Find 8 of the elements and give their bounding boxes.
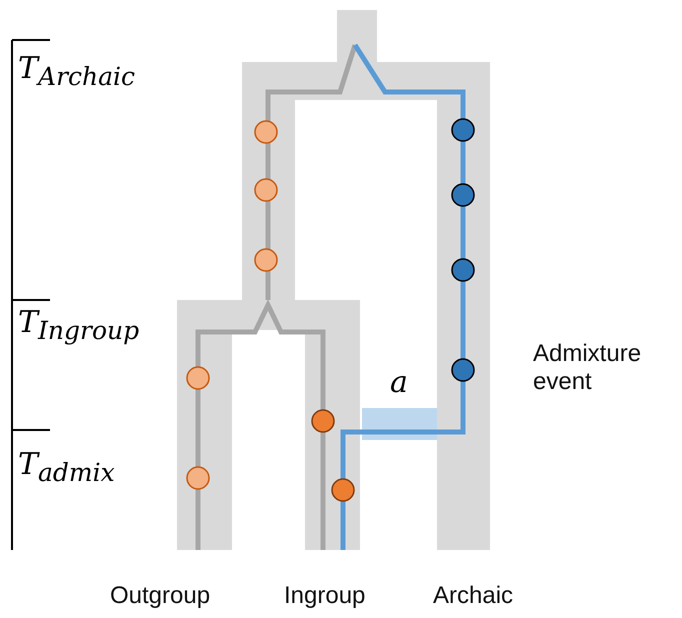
event-label: Admixture event [533,340,642,396]
time-label: T$_{admix}$ [18,448,115,488]
time-label: T$_{Ingroup}$ [18,306,140,346]
population-label: Archaic [433,582,514,610]
admixture-proportion-label: a [390,366,408,400]
population-label: Ingroup [284,582,366,610]
time-label: T$_{Archaic}$ [18,52,136,92]
population-label: Outgroup [110,582,210,610]
